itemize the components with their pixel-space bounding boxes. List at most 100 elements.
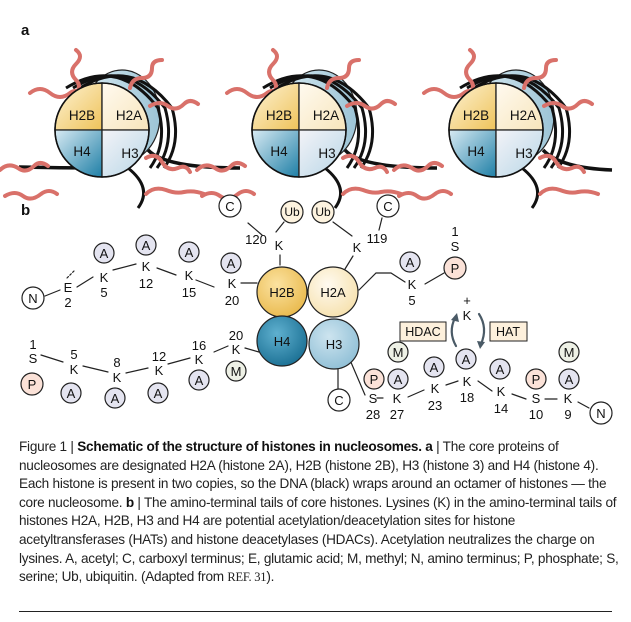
svg-text:+: +: [463, 293, 471, 308]
histone-tail: [345, 99, 397, 111]
dna-coil: [521, 166, 540, 209]
svg-text:15: 15: [182, 285, 196, 300]
histone-tail: [397, 189, 453, 201]
svg-text:A: A: [394, 372, 403, 387]
svg-text:12: 12: [139, 276, 153, 291]
hat-box: [489, 321, 528, 342]
svg-text:K: K: [100, 270, 109, 285]
svg-text:H2A: H2A: [320, 285, 346, 300]
histone-tail: [70, 48, 82, 96]
svg-text:A: A: [100, 246, 109, 261]
phosphate-node: [525, 368, 547, 390]
svg-text:18: 18: [460, 390, 474, 405]
svg-text:27: 27: [390, 407, 404, 422]
acetyl-node: [387, 368, 409, 390]
quadrant-label: H4: [467, 144, 485, 159]
core-h2b: H2B: [256, 266, 308, 318]
svg-text:A: A: [496, 362, 505, 377]
ubiquitin-node: [280, 200, 304, 224]
dna-strand: [18, 148, 613, 172]
svg-text:S: S: [532, 391, 541, 406]
acetyl-node: [489, 358, 511, 380]
svg-text:A: A: [67, 386, 76, 401]
caption-end: ).: [266, 569, 275, 585]
svg-text:M: M: [393, 345, 404, 360]
caption-b-text: | The amino-terminal tails of core histo…: [19, 494, 619, 585]
c-terminus-node: [376, 194, 400, 218]
acetyl-node: [188, 369, 210, 391]
svg-text:E: E: [64, 280, 73, 295]
svg-text:S: S: [369, 391, 378, 406]
svg-text:5: 5: [100, 285, 107, 300]
svg-text:C: C: [383, 199, 392, 214]
nucleosome-outline: [54, 82, 150, 178]
svg-text:K: K: [497, 384, 506, 399]
h2b-tail: N E 2 A K 5 A K 12 A K 15 A K 20 C 120 K…: [21, 194, 304, 310]
svg-text:A: A: [111, 391, 120, 406]
histone-tail: [538, 153, 586, 174]
svg-text:S: S: [451, 239, 460, 254]
svg-text:K: K: [232, 342, 241, 357]
svg-text:K: K: [195, 352, 204, 367]
quadrant-label: H2B: [463, 108, 489, 123]
histone-tail: [267, 48, 279, 96]
svg-text:A: A: [142, 238, 151, 253]
svg-text:P: P: [451, 261, 460, 276]
core-h3: H3: [308, 318, 360, 370]
svg-text:A: A: [430, 360, 439, 375]
histone-tail: [128, 58, 164, 90]
c-terminus-node: [327, 388, 351, 412]
svg-text:K: K: [408, 277, 417, 292]
svg-text:S: S: [29, 351, 38, 366]
quadrant-label: H2A: [510, 108, 536, 123]
svg-text:K: K: [70, 362, 79, 377]
svg-text:K: K: [564, 391, 573, 406]
caption-reference: REF. 31: [227, 570, 267, 585]
histone-tail: [144, 153, 192, 174]
acetyl-node: [220, 252, 242, 274]
caption-b-label: b: [125, 494, 134, 510]
svg-text:N: N: [28, 291, 37, 306]
dna-coil: [269, 74, 368, 169]
panel-a-label: a: [21, 22, 30, 39]
core-h4: H4: [256, 315, 308, 367]
n-terminus-node: [589, 401, 613, 425]
caption-a-text: | The core proteins of nucleosomes are d…: [19, 439, 607, 510]
h3-tail: C P S 28 M A K 27 A K 23 A K 18 A K 14 P: [327, 341, 613, 425]
svg-text:K: K: [463, 308, 472, 323]
quadrant-label: H2B: [69, 108, 95, 123]
svg-text:12: 12: [152, 349, 166, 364]
svg-text:A: A: [406, 255, 415, 270]
svg-text:Ub: Ub: [284, 205, 300, 219]
methyl-node: [558, 341, 580, 363]
quadrant-label: H2A: [116, 108, 142, 123]
svg-text:14: 14: [494, 401, 508, 416]
svg-text:23: 23: [428, 398, 442, 413]
svg-text:K: K: [228, 276, 237, 291]
svg-text:10: 10: [529, 407, 543, 422]
caption-title: Schematic of the structure of histones i…: [77, 439, 422, 454]
svg-text:H3: H3: [326, 337, 343, 352]
bottom-rule: [19, 611, 612, 612]
hdac-box: [399, 321, 447, 342]
svg-text:119: 119: [367, 231, 388, 246]
svg-text:20: 20: [229, 328, 243, 343]
acetyl-node: [135, 234, 157, 256]
svg-text:120: 120: [245, 232, 267, 247]
histone-tail: [0, 161, 50, 173]
svg-text:P: P: [532, 372, 541, 387]
dna-coil: [324, 166, 343, 209]
svg-text:16: 16: [192, 338, 206, 353]
svg-text:H2B: H2B: [269, 285, 294, 300]
acetyl-node: [60, 382, 82, 404]
histone-tail: [3, 189, 59, 201]
svg-text:P: P: [370, 372, 379, 387]
svg-text:Ub: Ub: [315, 205, 331, 219]
svg-text:P: P: [28, 377, 37, 392]
svg-text:C: C: [334, 393, 343, 408]
acetyl-node: [104, 387, 126, 409]
acetyl-node: [455, 348, 477, 370]
svg-text:20: 20: [225, 293, 239, 308]
